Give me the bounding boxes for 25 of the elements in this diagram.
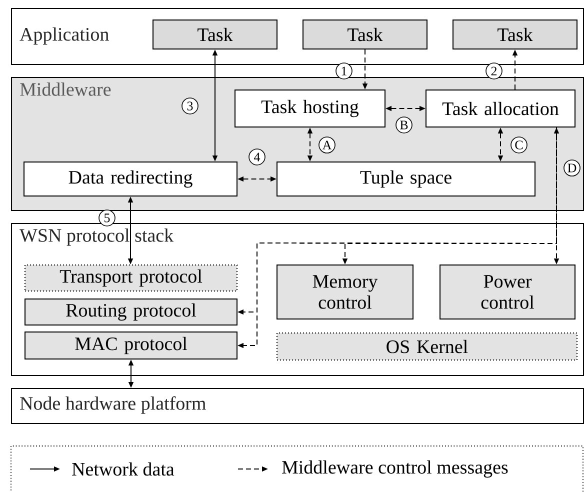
edge-label: 4 xyxy=(248,148,266,166)
process-box: MAC protocol xyxy=(24,332,238,360)
process-box: Memory control xyxy=(276,264,414,320)
process-box: Task xyxy=(302,20,428,50)
process-box: Task hosting xyxy=(234,90,386,128)
legend-item: Network data xyxy=(30,462,174,476)
process-box: Task xyxy=(152,20,278,50)
edge-label: 1 xyxy=(336,62,352,80)
process-box: Power control xyxy=(440,264,576,320)
process-box: Transport protocol xyxy=(24,264,238,292)
process-box: Tuple space xyxy=(276,162,536,196)
edge-label: 2 xyxy=(486,62,502,80)
process-box: OS Kernel xyxy=(276,332,578,360)
edge-label: B xyxy=(396,116,412,134)
layer-panel: Node hardware platform xyxy=(11,388,584,424)
process-box: Task xyxy=(452,20,578,50)
process-box: Routing protocol xyxy=(24,298,238,326)
process-box: Data redirecting xyxy=(24,162,238,196)
edge-label: D xyxy=(564,160,580,176)
legend-item: Middleware control messages xyxy=(238,460,508,478)
edge-label: C xyxy=(510,136,528,154)
edge-label: 3 xyxy=(182,98,198,114)
process-box: Task allocation xyxy=(426,90,576,128)
edge-label: A xyxy=(318,136,336,154)
edge-label: 5 xyxy=(98,210,116,226)
